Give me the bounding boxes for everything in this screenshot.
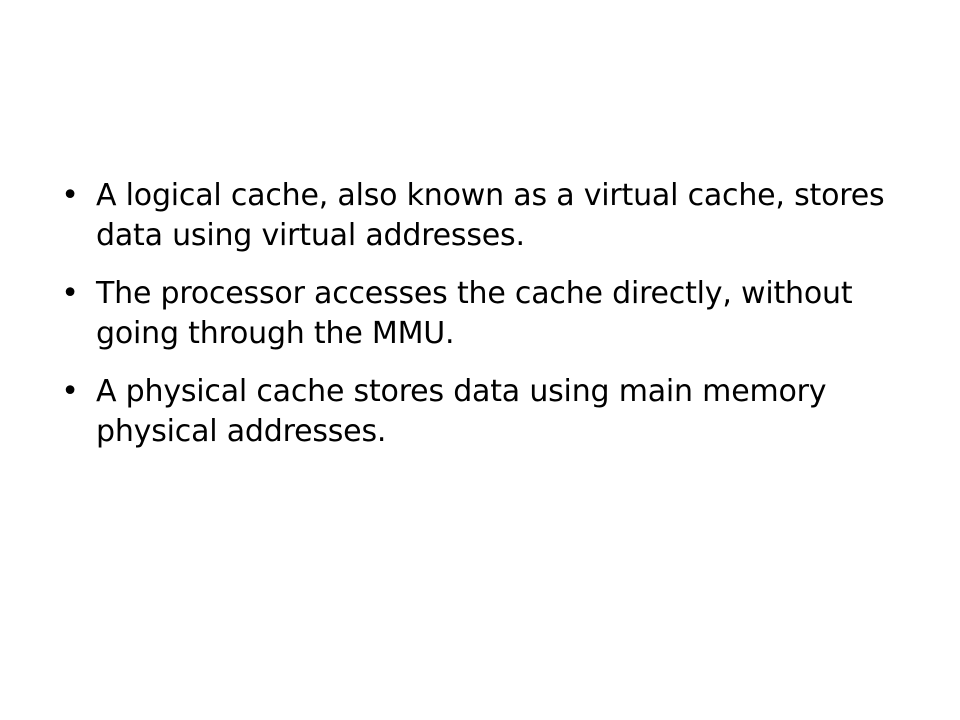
bullet-text: A physical cache stores data using main … xyxy=(96,374,827,449)
bullet-item-processor-access: • The processor accesses the cache direc… xyxy=(60,274,920,354)
bullet-text: The processor accesses the cache directl… xyxy=(96,276,853,351)
bullet-item-physical-cache: • A physical cache stores data using mai… xyxy=(60,372,920,452)
bullet-text: A logical cache, also known as a virtual… xyxy=(96,178,885,253)
bullet-icon: • xyxy=(61,276,79,311)
bullet-list: • A logical cache, also known as a virtu… xyxy=(60,176,920,470)
bullet-icon: • xyxy=(61,178,79,213)
bullet-icon: • xyxy=(61,374,79,409)
bullet-item-logical-cache: • A logical cache, also known as a virtu… xyxy=(60,176,920,256)
